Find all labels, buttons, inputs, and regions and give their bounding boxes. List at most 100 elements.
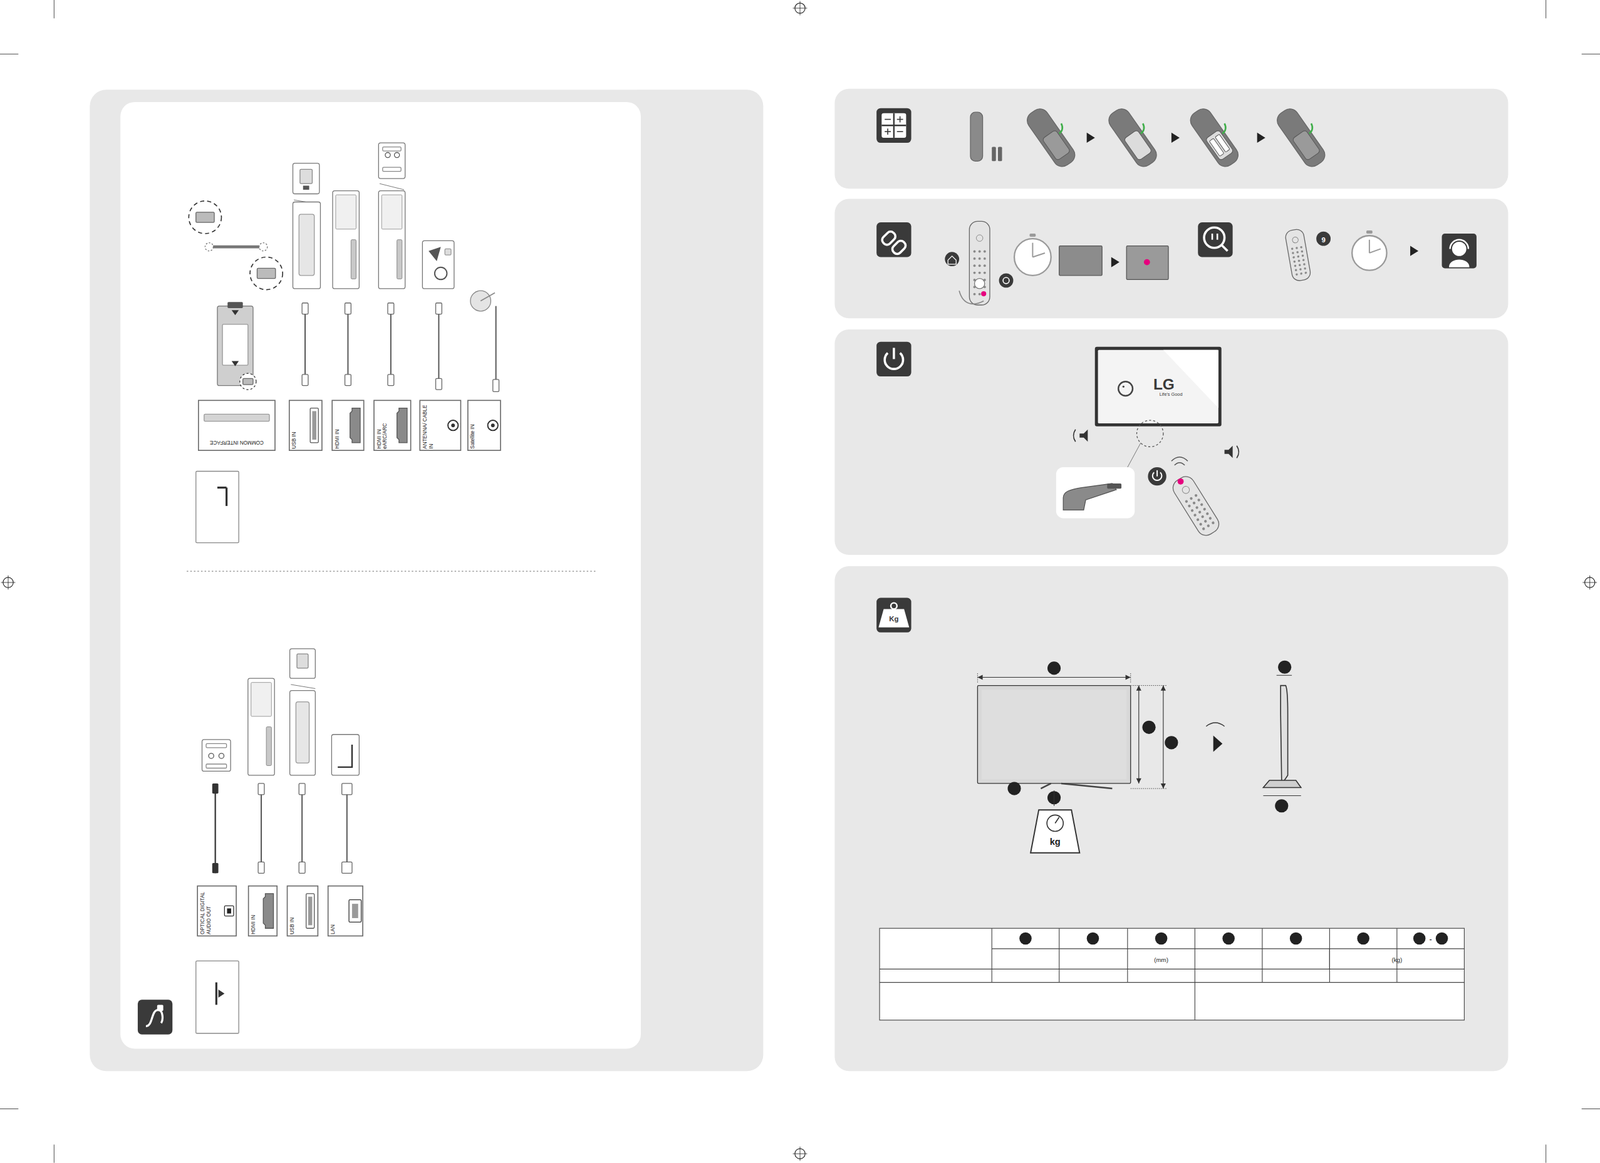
timer-hand: [1369, 248, 1381, 254]
usb-drive-icon: [292, 163, 319, 195]
dimension-line: [1162, 685, 1164, 790]
mount-mark: [215, 982, 218, 1006]
port-label-box: HDMI IN: [331, 400, 364, 452]
joystick-button: [1106, 483, 1122, 489]
cable-plug: [258, 862, 265, 874]
remote-button: [1304, 271, 1307, 275]
callout-circle: [1007, 781, 1021, 795]
remote-button: [1197, 510, 1202, 515]
optical-socket: [224, 905, 234, 916]
device-body: [378, 191, 405, 289]
remote-button: [1294, 268, 1298, 272]
leader-line: [1127, 442, 1141, 468]
tv-frame: [1095, 347, 1222, 427]
remote-button: [978, 257, 982, 260]
help-symbol: [1216, 233, 1219, 240]
icon-label: Kg: [888, 614, 899, 622]
icon-symbol: [881, 113, 906, 138]
mount-diagram: [196, 471, 239, 544]
lan-socket: [352, 903, 359, 919]
speaker-dot: [385, 152, 391, 158]
detail-circle: [249, 256, 283, 290]
port-label: USB IN: [290, 889, 296, 935]
crop-mark: [53, 0, 55, 19]
ci-card-edge: [209, 245, 262, 249]
brand-logo: LG: [1153, 376, 1183, 393]
lan-socket: [348, 900, 362, 923]
remote-button: [1303, 267, 1307, 271]
cable-plug: [342, 862, 353, 874]
remote-button: [1205, 511, 1210, 516]
usb-drive-tip: [303, 185, 310, 190]
callout-circle: [1019, 932, 1032, 946]
registration-mark: [8, 575, 9, 591]
settings-button-icon: [999, 273, 1014, 289]
remote-body: [1273, 105, 1329, 170]
port-label: Satellite IN: [470, 404, 477, 450]
storage-device-face: [298, 214, 314, 276]
device-face: [381, 194, 403, 230]
cable-plug: [298, 783, 306, 795]
remote-button: [978, 264, 982, 267]
dimension-line: [1276, 675, 1292, 676]
remote-button: [978, 293, 982, 296]
storage-device: [292, 202, 321, 289]
tv-screen-logo: LGLife's Good: [1098, 350, 1219, 424]
dimension-arrow: [977, 674, 1131, 680]
number-button: [1316, 231, 1331, 247]
callout-circle: [1047, 661, 1061, 675]
power-symbol: [892, 347, 896, 359]
tv-screen: [1098, 350, 1219, 424]
joystick-inset: [1056, 467, 1135, 519]
table-rule: [1194, 928, 1196, 983]
cable-plug: [298, 862, 306, 874]
signal-symbol: [1171, 457, 1188, 466]
registration-mark: [800, 1147, 801, 1162]
remote-button: [1197, 498, 1201, 502]
icon-symbol: [884, 119, 891, 121]
remote-body: [969, 221, 990, 306]
table-rule: [1329, 928, 1330, 983]
remote-button: [1299, 246, 1303, 249]
table-rule: [1058, 928, 1060, 983]
remote-button: [978, 271, 982, 275]
port-label-box: LAN: [327, 885, 364, 937]
port-label-box: OPTICAL DIGITAL AUDIO OUT: [196, 885, 237, 937]
speaker-dot: [218, 753, 224, 759]
remote-body: [1169, 473, 1223, 540]
remote-button: [973, 264, 977, 267]
remote-button: [1187, 504, 1191, 509]
callout-circle: [1164, 736, 1178, 750]
battery-cover: [1123, 129, 1153, 162]
crop-mark: [1545, 1145, 1547, 1163]
dimension-line: [1262, 795, 1301, 797]
brand-slogan: Life's Good: [1153, 392, 1183, 398]
remote-button: [1184, 499, 1189, 504]
pairing-panel: [834, 199, 1508, 319]
crop-mark: [0, 53, 19, 55]
ci-card: [243, 378, 254, 385]
detail-circle: [259, 243, 268, 252]
cable-symbol: [157, 1004, 164, 1012]
remote-button: [1208, 516, 1213, 521]
tv-stand-side: [1262, 780, 1301, 788]
port-label: ANTENNA/ CABLE IN: [422, 404, 435, 450]
icon-symbol: [897, 130, 904, 133]
power-symbol: [1156, 470, 1158, 477]
hand-outline: [959, 290, 984, 304]
timer-knob: [1366, 230, 1373, 234]
crop-mark: [1581, 53, 1600, 55]
extension-line: [977, 673, 978, 684]
remote-button: [1300, 249, 1304, 253]
tv-stand: [1040, 783, 1112, 789]
direction-arrow: [1140, 123, 1144, 134]
remote-button: [1195, 506, 1200, 510]
device-port: [397, 239, 403, 280]
hdmi-socket: [263, 893, 274, 929]
cable-wire: [437, 313, 440, 380]
remote-wheel: [1291, 236, 1299, 244]
cable-plug: [436, 303, 443, 315]
detail-circle: [239, 373, 257, 390]
connection-panel: [120, 102, 641, 1050]
remote-button: [1301, 254, 1304, 257]
